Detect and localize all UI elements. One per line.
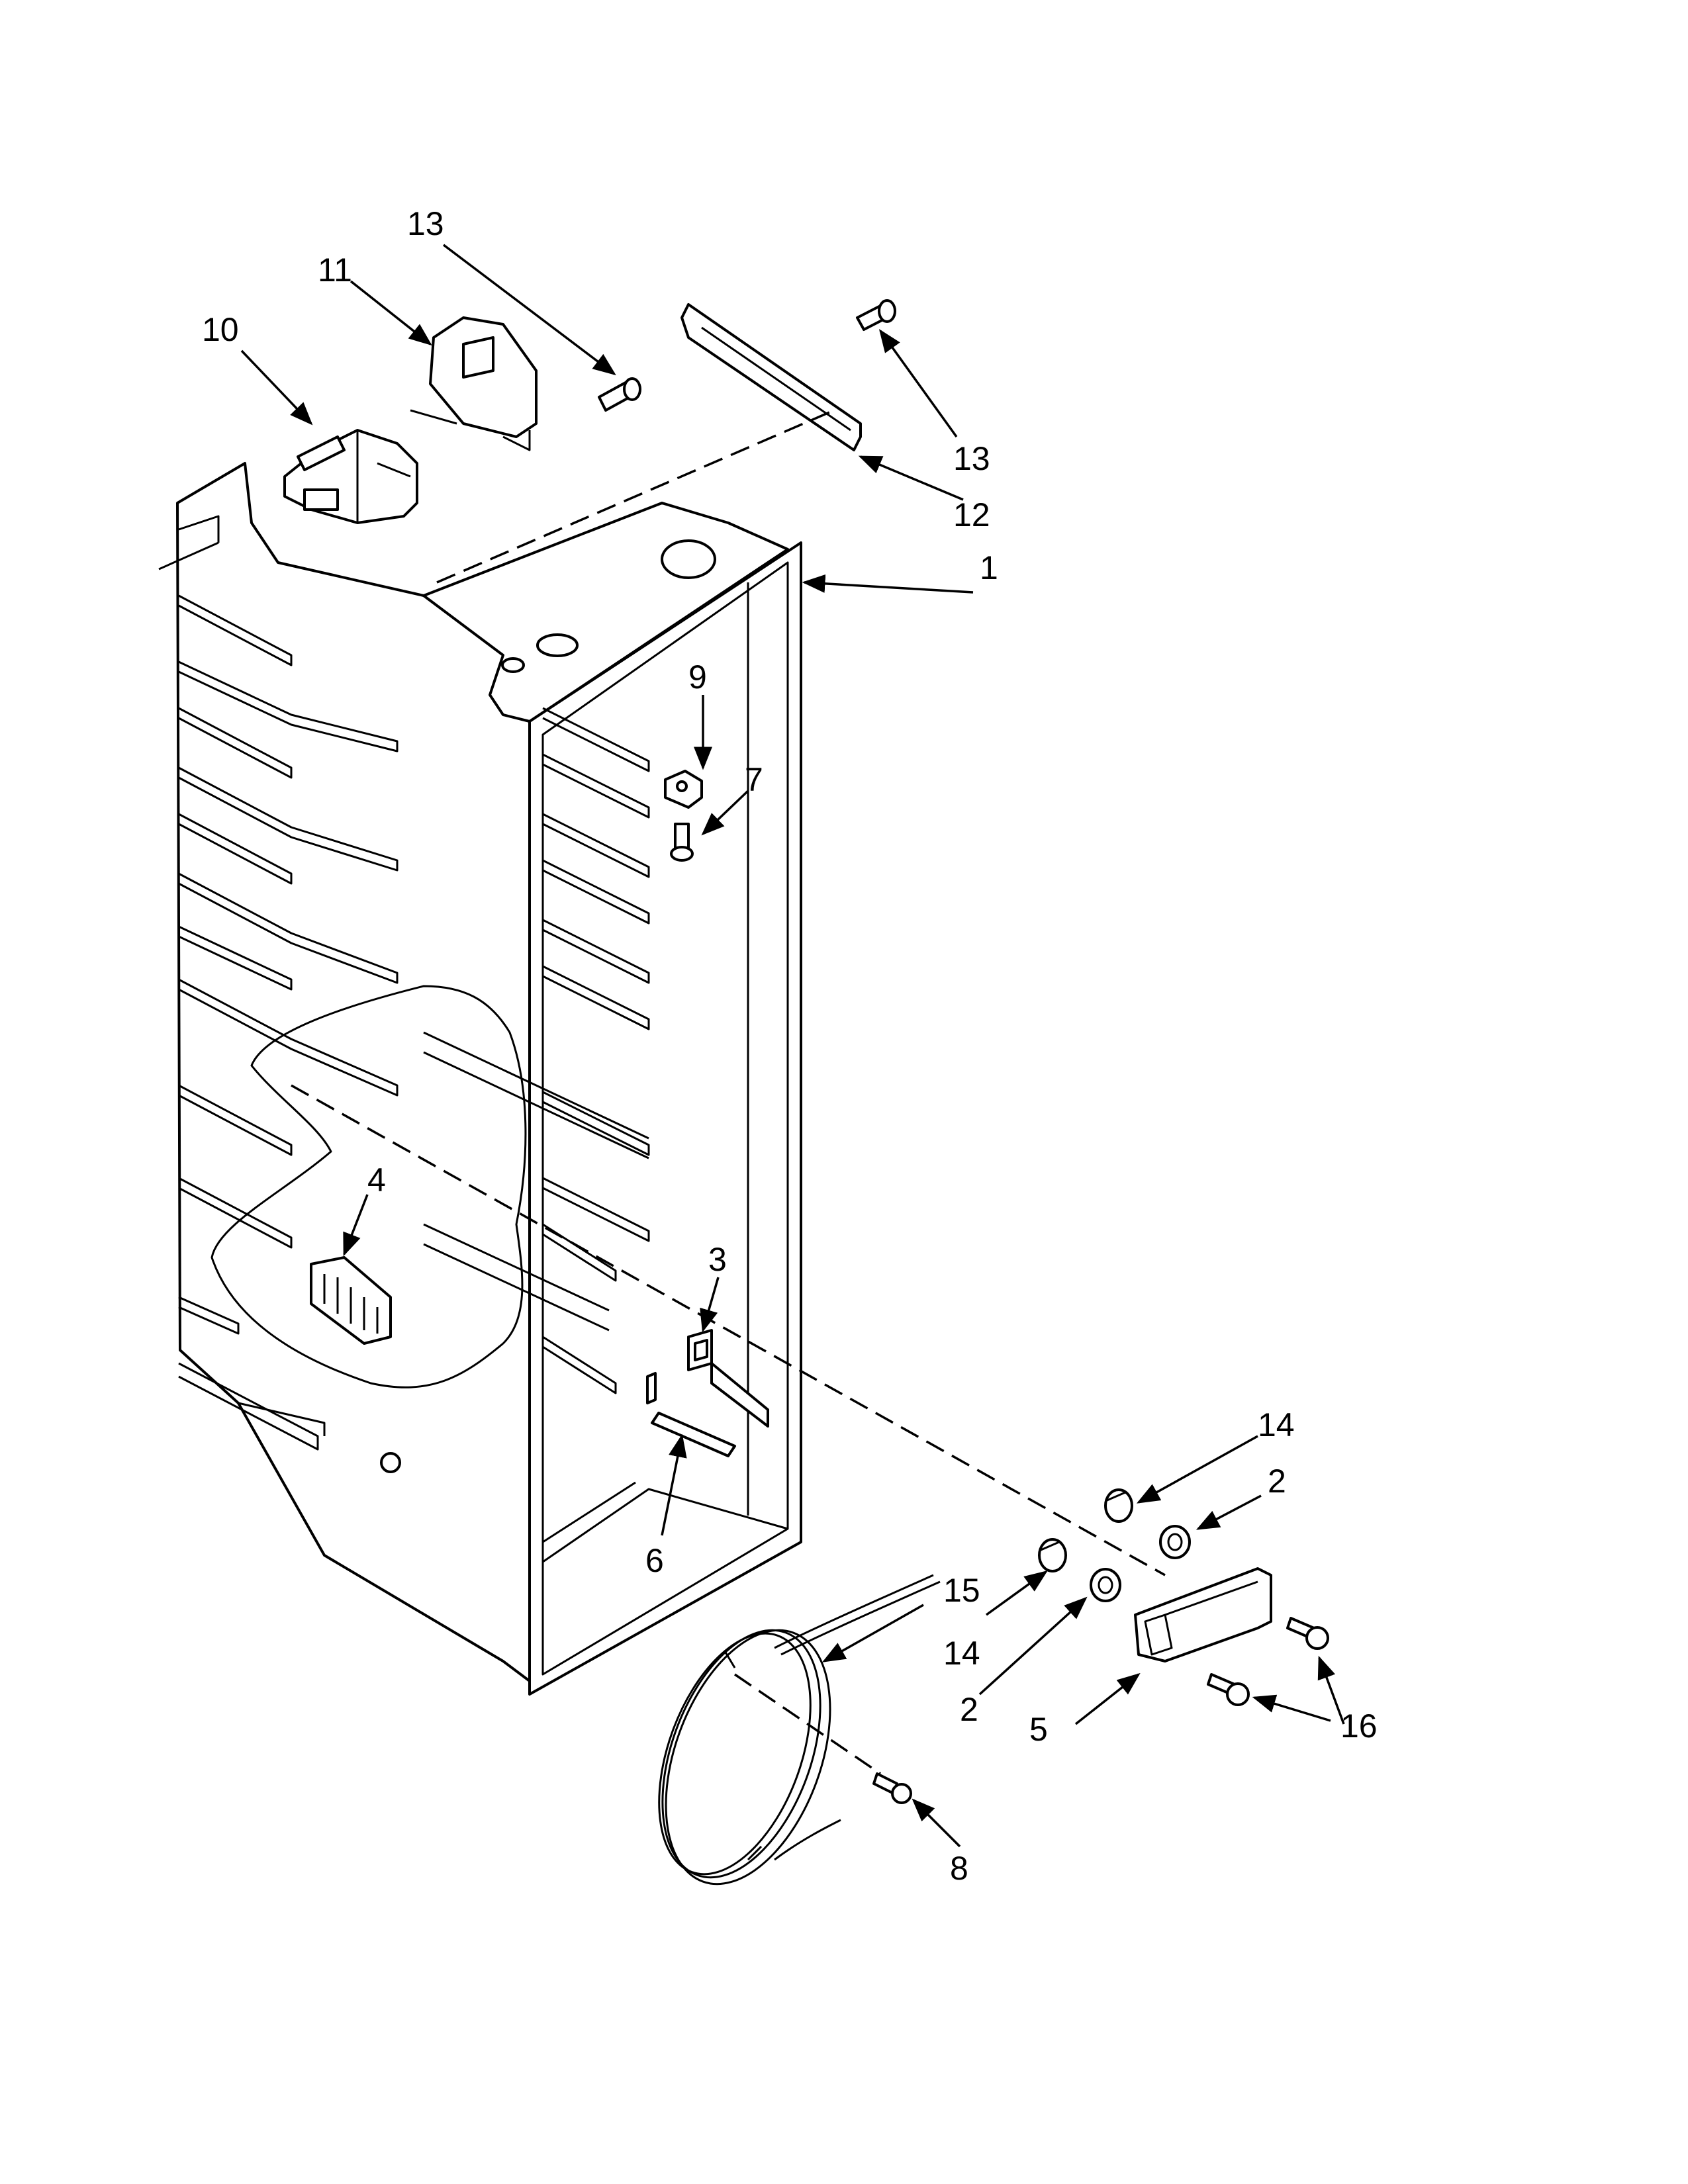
screw-13-upper (598, 377, 641, 412)
bulb-part-2-lower (1090, 1568, 1121, 1602)
callout-1: 1 (980, 549, 998, 586)
housing-part-10 (283, 429, 418, 524)
socket-part-14-lower (1038, 1538, 1067, 1572)
lamp-alignment-line (291, 1084, 1166, 1576)
callout-5: 5 (1029, 1711, 1048, 1748)
bracket-part-6 (646, 1372, 736, 1457)
clip-part-9 (664, 770, 703, 809)
callout-3: 3 (708, 1241, 727, 1278)
callout-6: 6 (645, 1542, 664, 1579)
callout-8: 8 (950, 1850, 968, 1887)
callout-7: 7 (745, 761, 763, 798)
callout-16: 16 (1340, 1707, 1378, 1745)
push-pin-16-upper (1286, 1617, 1329, 1650)
callout-14-upper: 14 (1258, 1406, 1295, 1443)
callout-15: 15 (943, 1572, 980, 1609)
callout-10: 10 (202, 311, 239, 348)
callout-14-lower: 14 (943, 1635, 980, 1672)
clip-alignment-line (734, 1673, 881, 1775)
callout-2-upper: 2 (1268, 1463, 1286, 1500)
bracket-part-3 (687, 1329, 769, 1428)
bulb-part-2-upper (1159, 1525, 1191, 1559)
callout-11: 11 (318, 251, 352, 289)
rail-alignment-line (436, 409, 835, 584)
callout-13-right: 13 (953, 440, 990, 477)
callout-12: 12 (953, 496, 990, 533)
coiled-tube-part-15 (658, 1574, 941, 1886)
lamp-housing-part-5 (1134, 1567, 1272, 1662)
screw-part-8 (872, 1772, 912, 1804)
bracket-part-11 (410, 316, 538, 451)
grille-part-4 (310, 1256, 392, 1345)
callout-13-top: 13 (407, 205, 444, 242)
top-channel-rail (680, 303, 862, 451)
callout-2-lower: 2 (960, 1691, 978, 1728)
socket-part-14-upper (1104, 1488, 1133, 1523)
liner-cabinet (158, 462, 802, 1696)
screw-13-right (856, 299, 896, 331)
leader-lines (240, 244, 1345, 1848)
push-pin-16-lower (1207, 1673, 1250, 1706)
screw-part-7 (670, 823, 694, 862)
callout-4: 4 (367, 1161, 386, 1199)
callout-9: 9 (688, 659, 707, 696)
